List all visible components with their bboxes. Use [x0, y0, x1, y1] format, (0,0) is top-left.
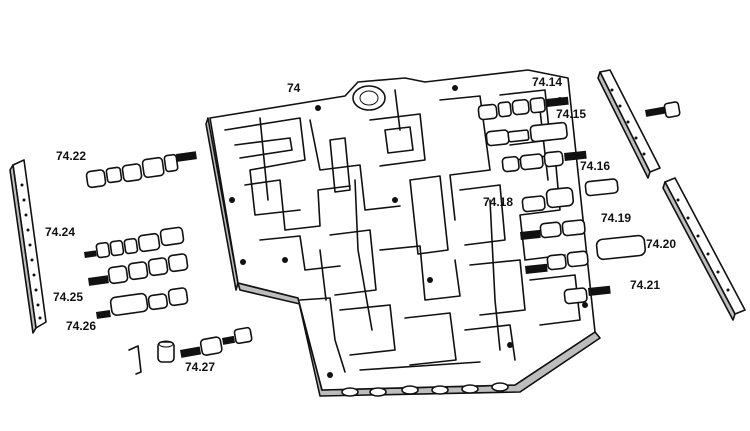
- valve-74-21: [563, 285, 611, 305]
- valve-74-15: [485, 121, 568, 147]
- label-74: 74: [287, 81, 301, 95]
- label-74-22: 74.22: [56, 149, 86, 163]
- valve-74-26: [95, 287, 189, 319]
- label-74-14: 74.14: [532, 75, 562, 89]
- valve-74-20: [525, 234, 647, 274]
- right-gasket-plate-upper: [597, 69, 661, 179]
- label-74-21: 74.21: [630, 278, 660, 292]
- bolt-top-right: [645, 101, 681, 119]
- valve-74-14: [477, 96, 569, 121]
- label-74-27: 74.27: [185, 360, 215, 374]
- label-74-24: 74.24: [45, 225, 75, 239]
- right-gasket-plate-lower: [662, 177, 746, 321]
- label-74-20: 74.20: [646, 237, 676, 251]
- label-74-15: 74.15: [556, 107, 586, 121]
- label-74-19: 74.19: [601, 211, 631, 225]
- label-74-16: 74.16: [580, 159, 610, 173]
- retaining-pin: [128, 345, 142, 375]
- label-74-26: 74.26: [66, 319, 96, 333]
- valve-74-25: [87, 253, 189, 286]
- valve-body-plate: [205, 69, 601, 397]
- valve-74-24: [84, 226, 185, 259]
- label-74-25: 74.25: [53, 290, 83, 304]
- sleeve: [157, 340, 175, 363]
- valve-74-27: [180, 326, 253, 358]
- valve-74-16: [501, 150, 587, 173]
- label-74-18: 74.18: [483, 195, 513, 209]
- part-labels: 74 74.14 74.15 74.16 74.18 74.19 74.20 7…: [45, 75, 676, 374]
- valve-74-19: [520, 219, 586, 240]
- left-gasket-plate: [9, 159, 47, 334]
- valve-74-22: [85, 151, 197, 189]
- valve-74-18: [521, 178, 619, 213]
